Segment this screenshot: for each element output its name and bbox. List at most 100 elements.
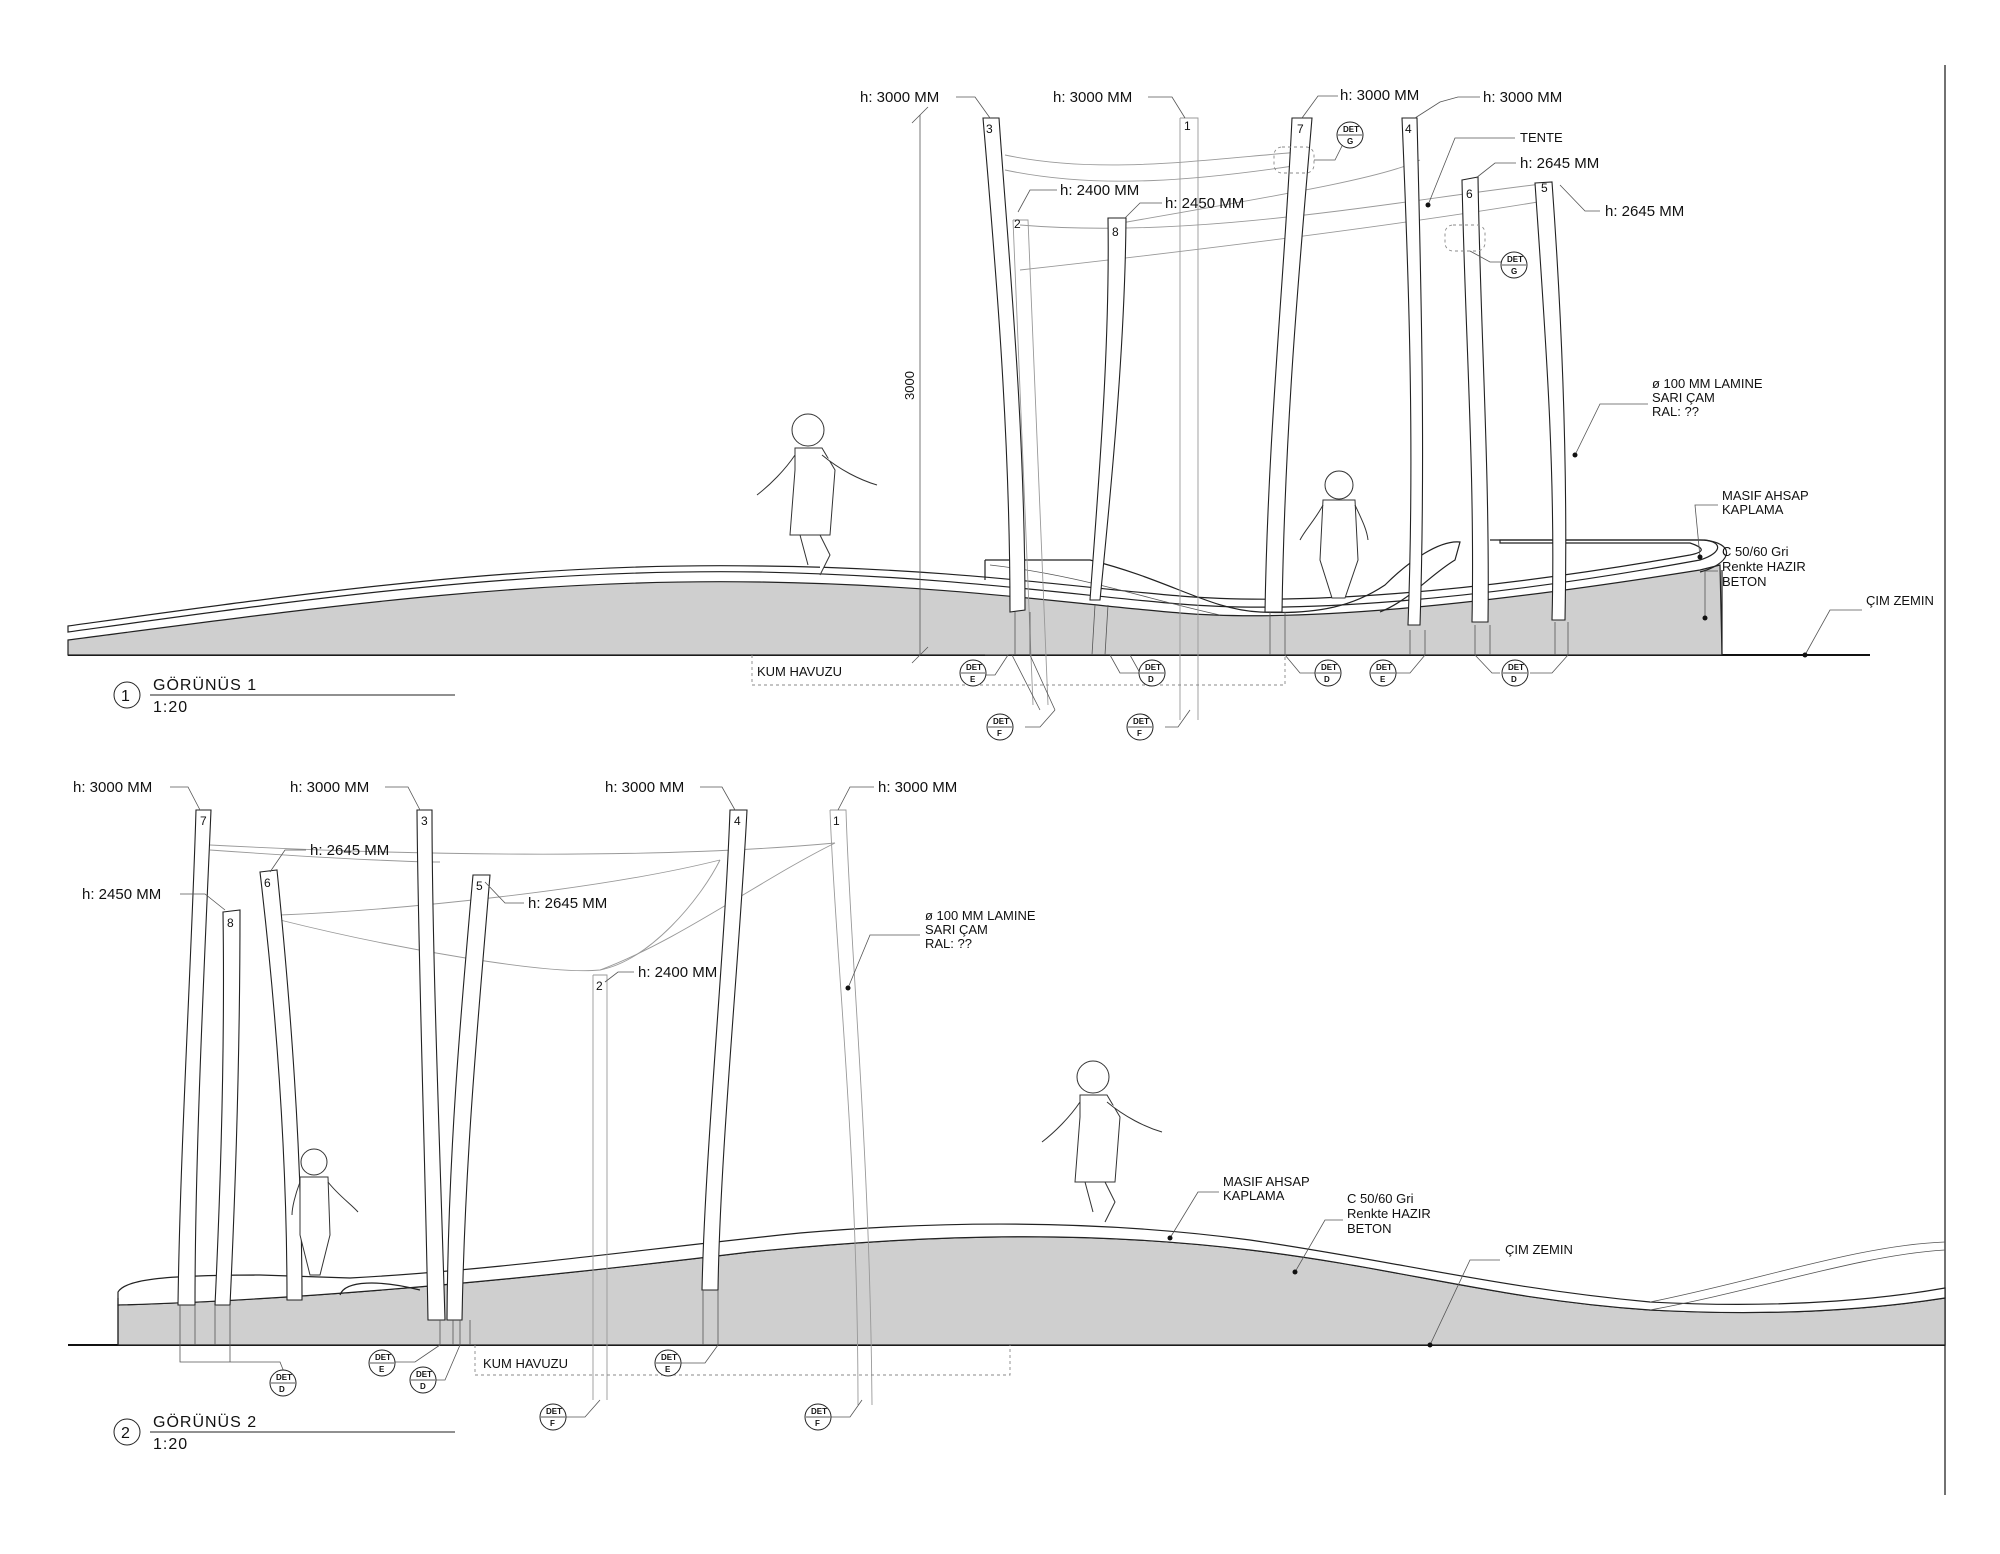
view2-material-line-3: RAL: ?? [925,936,972,951]
svg-text:DET: DET [1508,663,1524,672]
view1-child-boy [1299,470,1369,599]
view1-grass-dot [1802,652,1808,658]
view2-height-pole-6: h: 2645 MM [310,842,389,859]
view-2-elevation: 7 8 6 3 5 4 1 2 KUM HAVUZU h: 3000 MM h: [68,779,1946,1453]
view1-pole-8-number: 8 [1112,225,1119,239]
svg-text:DET: DET [661,1353,677,1362]
view1-title-block: 1 GÖRÜNÜS 1 1:20 [113,676,455,716]
view1-detail-d-2: DET D [1284,654,1342,687]
svg-text:DET: DET [1507,255,1523,264]
view1-pole-7 [1264,117,1313,613]
view2-sandpit-label: KUM HAVUZU [483,1356,568,1371]
view1-leader-grass [1804,609,1862,656]
view2-concrete-line-1: C 50/60 Gri [1347,1191,1414,1206]
view1-leader-deck [1694,504,1718,558]
view2-concrete-mound [117,1236,1946,1346]
view2-footing-4 [702,1290,719,1345]
view1-concrete-line-3: BETON [1722,574,1767,589]
svg-text:D: D [1324,675,1330,684]
view1-title: GÖRÜNÜS 1 [153,676,257,694]
view2-deck-edge-right-2 [1649,1241,1946,1303]
svg-text:DET: DET [276,1373,292,1382]
view1-scale: 1:20 [153,699,188,716]
view1-pole-1 [1179,117,1199,720]
view1-dim-tick-top [911,106,929,124]
svg-text:F: F [815,1419,820,1428]
view1-footing-6-5 [1474,622,1569,655]
view2-pole-7-number: 7 [200,814,207,828]
svg-text:DET: DET [1133,717,1149,726]
view1-tente-dot [1425,202,1431,208]
svg-text:E: E [665,1365,671,1374]
view2-tarp-4 [279,859,721,916]
svg-text:DET: DET [993,717,1009,726]
view2-leader-concrete [1294,1219,1343,1273]
svg-text:D: D [1511,675,1517,684]
view1-concrete-line-1: C 50/60 Gri [1722,544,1789,559]
view1-pole-6-number: 6 [1466,187,1473,201]
view2-leader-material [847,934,920,989]
view2-pole-2 [592,974,608,1400]
view2-leader-deck [1169,1191,1219,1239]
view2-height-pole-1: h: 3000 MM [878,779,957,796]
view2-tarp-5 [599,842,836,971]
view2-pole-4-number: 4 [734,814,741,828]
view2-detail-f-2: DET F [804,1399,863,1431]
view2-leader-pole-2 [604,971,634,983]
view1-leader-pole-7 [1301,95,1338,119]
view2-pole-5-number: 5 [476,879,483,893]
view2-leader-pole-1 [837,786,874,811]
svg-text:F: F [997,729,1002,738]
view1-pole-5 [1534,181,1567,621]
view1-height-pole-2: h: 2400 MM [1060,182,1139,199]
svg-text:D: D [279,1385,285,1394]
view1-detail-d-3: DET D [1474,654,1569,687]
view2-wood-deck [117,1223,1946,1314]
view1-dim-tick-bottom [911,646,929,664]
svg-text:DET: DET [375,1353,391,1362]
view2-detail-f-1: DET F [539,1399,601,1431]
svg-text:F: F [1137,729,1142,738]
view1-footing-7 [1269,612,1286,655]
view1-leader-pole-2 [1017,189,1057,213]
view2-sandpit-outline [474,1345,1011,1376]
view1-footing-3 [1011,612,1056,711]
view2-grass-dot [1427,1342,1433,1348]
view1-pole-8 [1089,217,1127,601]
view2-deck-dot [1167,1235,1173,1241]
view1-leader-tente [1427,137,1515,206]
view1-height-pole-5: h: 2645 MM [1605,203,1684,220]
view1-pole-4-number: 4 [1405,122,1412,136]
svg-text:DET: DET [1376,663,1392,672]
view1-leader-material [1574,403,1648,456]
view2-child-boy [291,1148,359,1276]
view1-slide [984,541,1461,614]
view2-scale: 1:20 [153,1436,188,1453]
svg-text:G: G [1347,137,1353,146]
svg-text:E: E [970,675,976,684]
view1-material-dot [1572,452,1578,458]
view2-concrete-line-3: BETON [1347,1221,1392,1236]
view1-number: 1 [121,688,131,705]
view2-height-pole-8: h: 2450 MM [82,886,161,903]
view2-height-pole-5: h: 2645 MM [528,895,607,912]
view2-detail-d-2: DET D [409,1344,461,1394]
view1-detail-d-1: DET D [1109,654,1166,687]
svg-text:E: E [1380,675,1386,684]
view1-height-pole-4: h: 3000 MM [1483,89,1562,106]
view2-pole-6-number: 6 [264,876,271,890]
view1-leader-pole-8 [1124,202,1162,219]
view2-concrete-dot [1292,1269,1298,1275]
view1-deck-edge [1490,539,1728,573]
view2-pole-1-number: 1 [833,814,840,828]
view2-detail-d-1: DET D [179,1345,297,1397]
view1-deck-dot [1697,554,1703,560]
view1-footing-8 [1091,604,1109,656]
view2-pole-1 [829,809,873,1406]
view1-leader-pole-3 [956,96,991,119]
view2-pole-8-number: 8 [227,916,234,930]
view2-leader-grass [1429,1259,1500,1346]
view1-tarp-2 [1004,164,1301,182]
svg-text:DET: DET [1343,125,1359,134]
view2-leader-pole-6 [269,849,306,873]
